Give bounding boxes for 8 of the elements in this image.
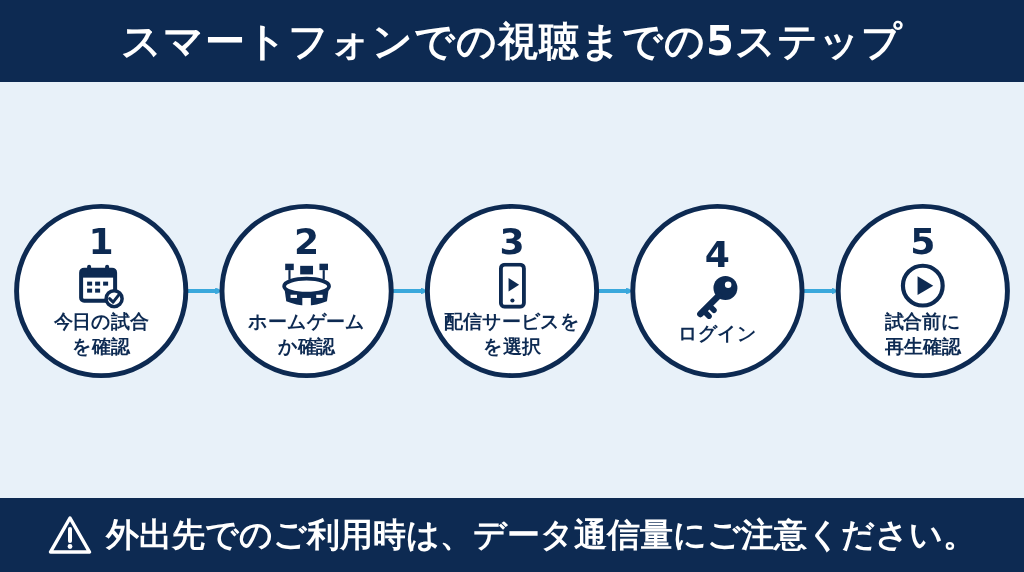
node-circle: 4 ログイン xyxy=(630,203,805,379)
node-circle: 2 ホームゲームか確認 xyxy=(219,203,394,379)
node-circle: 1 今日の試合を確認 xyxy=(14,203,189,379)
arrow xyxy=(802,287,839,295)
warning-note: 外出先でのご利用時は、データ通信量にご注意ください。 xyxy=(106,513,976,556)
node-circle: 3 配信サービスをを選択 xyxy=(424,203,600,379)
title: スマートフォンでの視聴までの5ステップ xyxy=(121,16,903,66)
node-circle: 5 試合前に再生確認 xyxy=(835,203,1010,379)
